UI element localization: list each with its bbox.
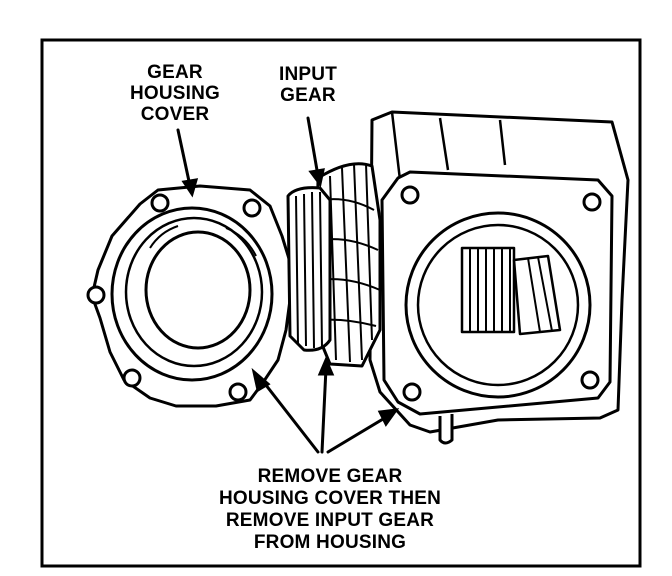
label-line: FROM HOUSING bbox=[253, 532, 407, 553]
label-line: REMOVE INPUT GEAR bbox=[225, 510, 435, 531]
label-input-gear: INPUT GEAR bbox=[248, 64, 368, 106]
label-line: GEAR bbox=[280, 85, 336, 106]
transfer-housing bbox=[368, 110, 630, 445]
label-line: HOUSING bbox=[129, 83, 221, 104]
label-instruction: REMOVE GEAR HOUSING COVER THEN REMOVE IN… bbox=[140, 466, 520, 554]
gear-housing-cover bbox=[86, 184, 292, 408]
cover-bolt-hole bbox=[150, 193, 170, 213]
dowel-pin bbox=[438, 414, 454, 445]
housing-bolt-hole bbox=[582, 192, 602, 212]
cover-bolt-hole bbox=[122, 368, 142, 388]
label-line: INPUT bbox=[279, 64, 337, 85]
callout-arrows bbox=[176, 116, 400, 454]
label-gear-housing-cover: GEAR HOUSING COVER bbox=[100, 62, 250, 125]
label-line: COVER bbox=[140, 104, 210, 125]
cover-bolt-hole bbox=[86, 285, 106, 305]
cover-bolt-hole bbox=[228, 382, 248, 402]
cover-bolt-hole bbox=[242, 198, 262, 218]
label-line: GEAR bbox=[147, 62, 203, 83]
housing-bolt-hole bbox=[580, 370, 600, 390]
internal-gear bbox=[460, 246, 562, 336]
input-gear bbox=[286, 162, 382, 368]
label-line: HOUSING COVER THEN bbox=[218, 488, 442, 509]
label-line: REMOVE GEAR bbox=[257, 466, 403, 487]
housing-bolt-hole bbox=[402, 382, 422, 402]
cover-bore bbox=[144, 230, 252, 350]
housing-bolt-hole bbox=[400, 185, 420, 205]
diagram-frame bbox=[40, 38, 642, 568]
